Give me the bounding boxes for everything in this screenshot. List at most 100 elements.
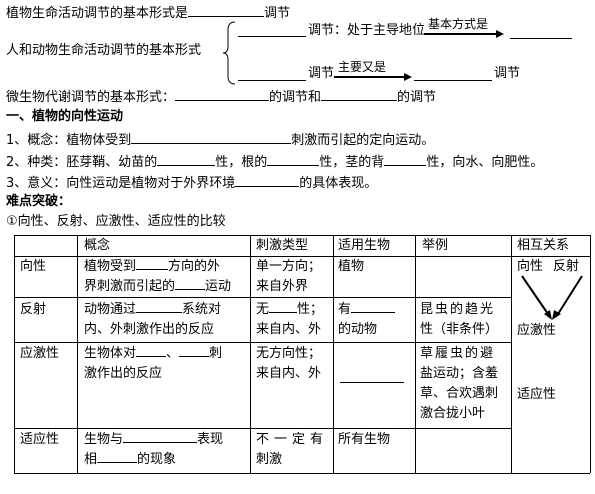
upper-branch-text: 调节：处于主导地位 [308, 23, 426, 38]
text: 表现 [197, 432, 224, 447]
relation-reflex: 反射 [553, 259, 580, 274]
table-line [250, 235, 251, 473]
curly-brace [222, 21, 236, 85]
concept-cell: 相 的现象 [84, 450, 176, 470]
table-header: 刺激类型 [256, 238, 309, 253]
example-cell: 草履虫的避 [420, 346, 496, 361]
concept-cell: 生物与 表现 [84, 430, 223, 450]
item1-suffix: 刺激而引起的定向运动。 [291, 133, 435, 148]
text: 生物体对 [84, 346, 137, 361]
difficulty-title: 难点突破： [6, 194, 72, 209]
stimulus-cell: 来自内、外 [256, 366, 322, 381]
organism-blank [340, 382, 404, 383]
stimulus-cell: 单一方向； [256, 259, 322, 274]
organism-cell: 有 [338, 300, 396, 320]
row-name: 向性 [20, 259, 47, 274]
text: 方向的外 [168, 259, 221, 274]
section1-item2: 2、种类：胚芽鞘、幼苗的性，根的性，茎的背性，向水、向肥性。 [6, 153, 543, 169]
text: 性； [297, 302, 324, 317]
converging-arrows-icon [521, 275, 583, 320]
concept-cell: 动物通过 系统对 [84, 300, 221, 320]
blank-lower [238, 80, 306, 81]
concept-cell: 激作出的反应 [84, 366, 163, 381]
text: 相 [84, 452, 98, 467]
blank [157, 153, 216, 166]
table-header: 举例 [422, 238, 449, 253]
text: 刺 [209, 346, 223, 361]
blank [351, 300, 396, 313]
stimulus-cell: 来自外界 [256, 279, 309, 294]
table-header: 相互关系 [517, 238, 570, 253]
blank [188, 4, 265, 17]
blank [136, 300, 183, 313]
table-line [415, 235, 416, 473]
blank [384, 153, 427, 166]
example-cell: 昆虫的趋光 [420, 302, 496, 317]
concept-cell: 生物体对 、 刺 [84, 344, 222, 364]
organism-cell: 的动物 [338, 322, 378, 337]
blank [97, 450, 138, 463]
concept-cell: 植物受到 方向的外 [84, 257, 220, 277]
line1-suffix: 调节 [264, 6, 291, 21]
text: 动物通过 [84, 302, 137, 317]
text: 系统对 [182, 302, 222, 317]
item1-prefix: 1、概念：植物体受到 [6, 133, 132, 148]
stimulus-cell: 刺激 [256, 452, 283, 467]
blank [321, 88, 398, 101]
table-header: 适用生物 [338, 238, 391, 253]
blank [269, 300, 298, 313]
blank [179, 344, 210, 357]
blank [235, 174, 300, 187]
item2-a: 性，根的 [215, 155, 268, 170]
organism-cell: 所有生物 [338, 432, 391, 447]
item3-suffix: 的具体表现。 [299, 176, 378, 191]
lower-branch-text: 调节 [308, 66, 335, 81]
relation-irritability: 应激性 [517, 323, 557, 338]
example-cell: 草、合欢遇刺 [420, 386, 499, 401]
table-line [14, 297, 511, 298]
table-line [14, 256, 590, 257]
row-name: 适应性 [20, 432, 60, 447]
table-line [14, 342, 511, 343]
line3-end: 的调节 [397, 90, 437, 105]
organism-cell: 植物 [338, 259, 365, 274]
line3: 微生物代谢调节的基本形式： 的调节和 的调节 [6, 88, 436, 104]
item3-prefix: 3、意义：向性运动是植物对于外界环境 [6, 176, 236, 191]
concept-cell: 界刺激而引起的 运动 [84, 277, 231, 297]
relation-tropism: 向性 [517, 259, 544, 274]
relation-adaptability: 适应性 [517, 387, 557, 402]
text: 植物受到 [84, 259, 137, 274]
item2-prefix: 2、种类：胚芽鞘、幼苗的 [6, 155, 158, 170]
text: 的现象 [137, 452, 177, 467]
blank [175, 88, 270, 101]
row-name: 应激性 [20, 346, 60, 361]
text: 界刺激而引起的 [84, 279, 176, 294]
table-line [77, 235, 78, 473]
stimulus-cell: 无性； [256, 300, 323, 320]
section1-title: 一、植物的向性运动 [6, 109, 124, 124]
right-arrow-icon [334, 73, 412, 81]
section1-item3: 3、意义：向性运动是植物对于外界环境 的具体表现。 [6, 174, 377, 190]
lower-branch-tail: 调节 [494, 66, 521, 81]
line3-mid: 的调节和 [269, 90, 322, 105]
line3-text: 微生物代谢调节的基本形式： [6, 90, 176, 105]
text: 运动 [205, 279, 232, 294]
table-header: 概念 [84, 238, 111, 253]
right-arrow-icon [424, 30, 504, 38]
blank-upper-result [510, 38, 572, 39]
stimulus-cell: 无方向性； [256, 346, 322, 361]
text: 有 [338, 302, 352, 317]
section1-item1: 1、概念：植物体受到 刺激而引起的定向运动。 [6, 131, 434, 147]
item2-b: 性，茎的背 [319, 155, 385, 170]
blank [123, 430, 198, 443]
text: 、 [166, 346, 180, 361]
table-line [511, 235, 512, 473]
example-cell: 性（非条件） [420, 322, 499, 337]
table-line [590, 235, 591, 473]
text: 生物与 [84, 432, 124, 447]
blank [175, 277, 206, 290]
row-name: 反射 [20, 302, 47, 317]
upper-arrow-label: 基本方式是 [428, 17, 489, 31]
stimulus-cell: 来自内、外 [256, 322, 322, 337]
example-cell: 激合拢小叶 [420, 406, 486, 421]
